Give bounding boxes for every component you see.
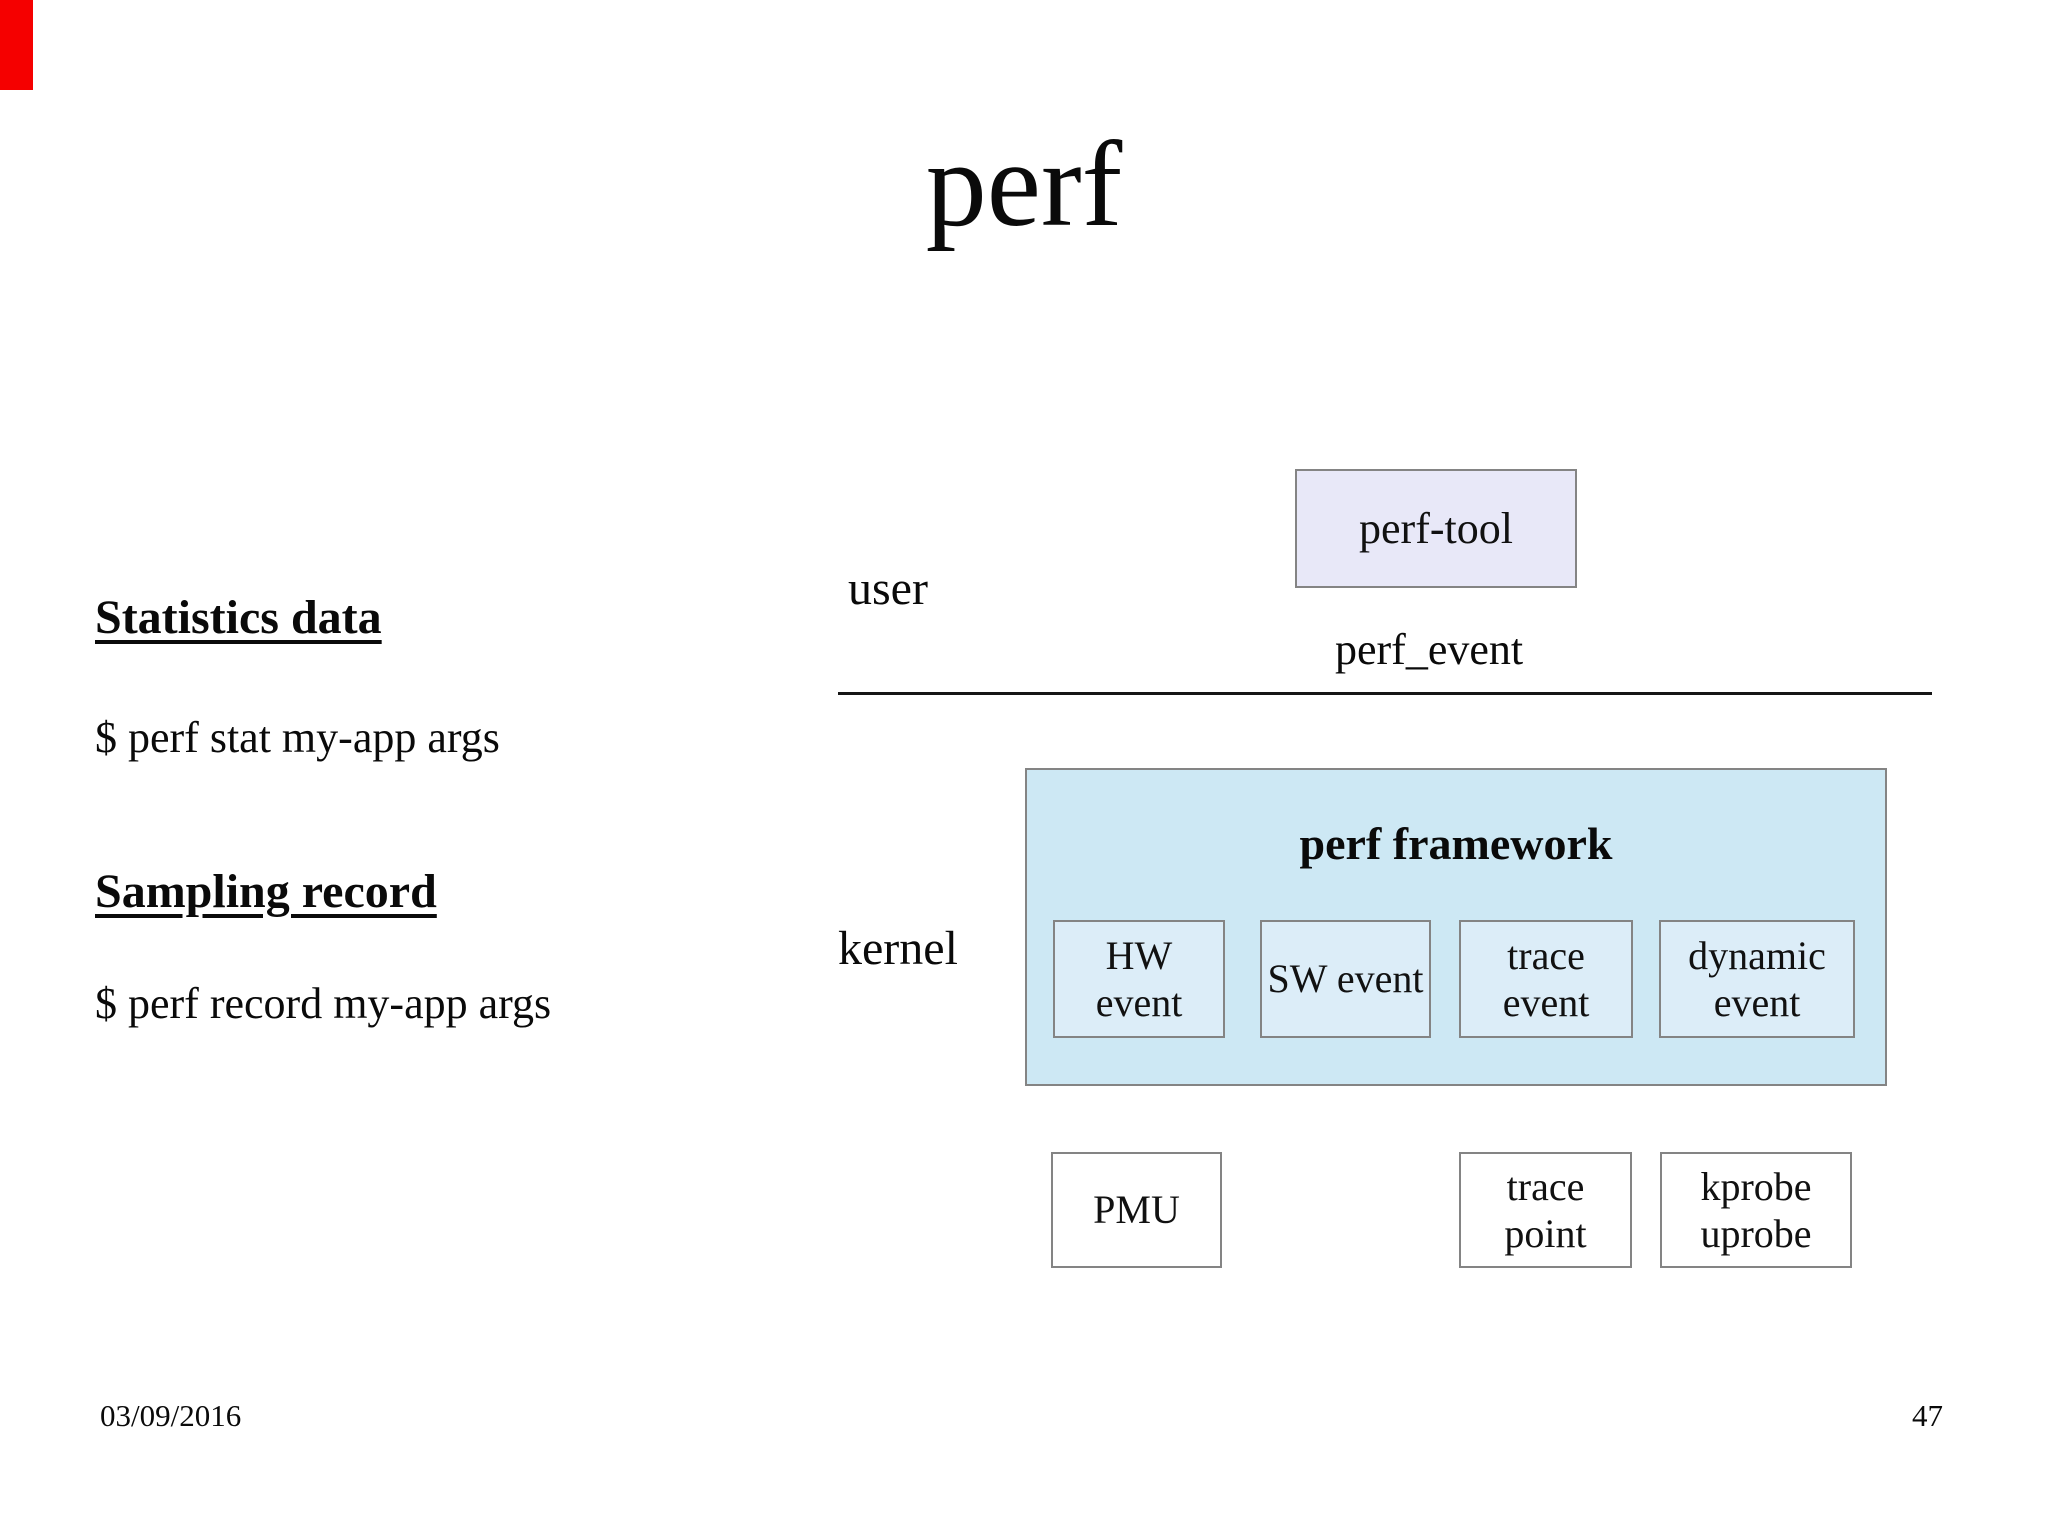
dynamic-event-box: dynamic event xyxy=(1659,920,1855,1038)
page-title: perf xyxy=(925,117,1123,252)
trace-event-box: trace event xyxy=(1459,920,1633,1038)
tracepoint-box: trace point xyxy=(1459,1152,1632,1268)
command-perf-record: $ perf record my-app args xyxy=(95,979,552,1028)
kprobe-uprobe-box: kprobe uprobe xyxy=(1660,1152,1852,1268)
sw-event-box: SW event xyxy=(1260,920,1431,1038)
label-user-space: user xyxy=(848,562,928,615)
user-kernel-divider-line xyxy=(838,692,1932,695)
trace-event-label: trace event xyxy=(1502,932,1590,1025)
label-kernel-space: kernel xyxy=(838,922,958,975)
sw-event-label: SW event xyxy=(1267,956,1424,1002)
command-perf-stat: $ perf stat my-app args xyxy=(95,713,500,762)
accent-bar xyxy=(0,0,33,90)
kprobe-uprobe-label: kprobe uprobe xyxy=(1700,1163,1812,1256)
heading-sampling-record: Sampling record xyxy=(95,865,437,918)
pmu-label: PMU xyxy=(1093,1187,1180,1233)
hw-event-box: HW event xyxy=(1053,920,1225,1038)
perf-framework-title: perf framework xyxy=(1299,818,1613,869)
dynamic-event-label: dynamic event xyxy=(1688,932,1826,1025)
perf-tool-label: perf-tool xyxy=(1359,504,1513,553)
perf-framework-box: perf framework HW event SW event trace e… xyxy=(1025,768,1887,1086)
heading-statistics-data: Statistics data xyxy=(95,591,382,644)
tracepoint-label: trace point xyxy=(1504,1163,1587,1256)
perf-tool-box: perf-tool xyxy=(1295,469,1577,588)
footer-page-number: 47 xyxy=(1912,1398,1943,1433)
hw-event-label: HW event xyxy=(1095,932,1183,1025)
pmu-box: PMU xyxy=(1051,1152,1222,1268)
label-perf-event: perf_event xyxy=(1335,625,1524,674)
footer-date: 03/09/2016 xyxy=(100,1398,242,1433)
